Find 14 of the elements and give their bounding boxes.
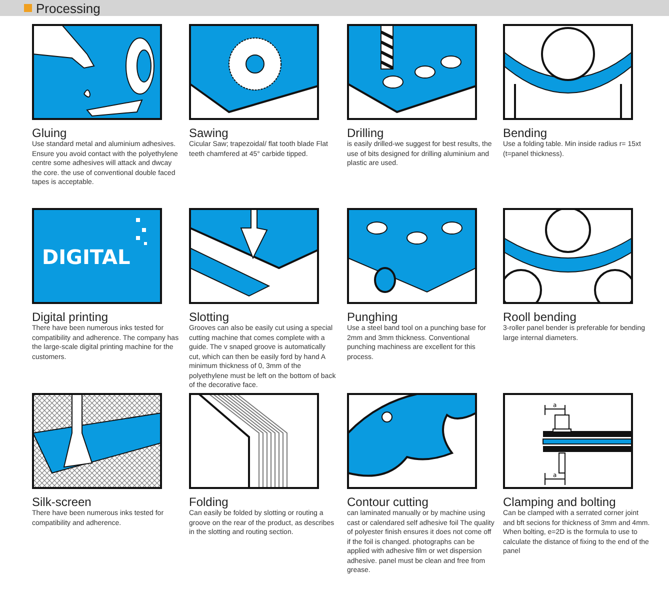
process-heading: Folding bbox=[189, 495, 230, 509]
process-heading: Digital printing bbox=[32, 310, 110, 324]
digital-print-drawing: DIGITAL bbox=[32, 208, 162, 304]
process-heading: Slotting bbox=[189, 310, 230, 324]
process-heading: Gluing bbox=[32, 126, 68, 140]
process-heading: Sawing bbox=[189, 126, 230, 140]
process-heading: Clamping and bolting bbox=[503, 495, 617, 509]
process-heading: Silk-screen bbox=[32, 495, 92, 509]
process-heading: Punghing bbox=[347, 310, 399, 324]
page-title: Processing bbox=[36, 0, 100, 16]
process-heading: Rooll bending bbox=[503, 310, 578, 324]
process-heading: Drilling bbox=[347, 126, 385, 140]
process-heading: Contour cutting bbox=[347, 495, 430, 509]
process-heading: Bending bbox=[503, 126, 548, 140]
